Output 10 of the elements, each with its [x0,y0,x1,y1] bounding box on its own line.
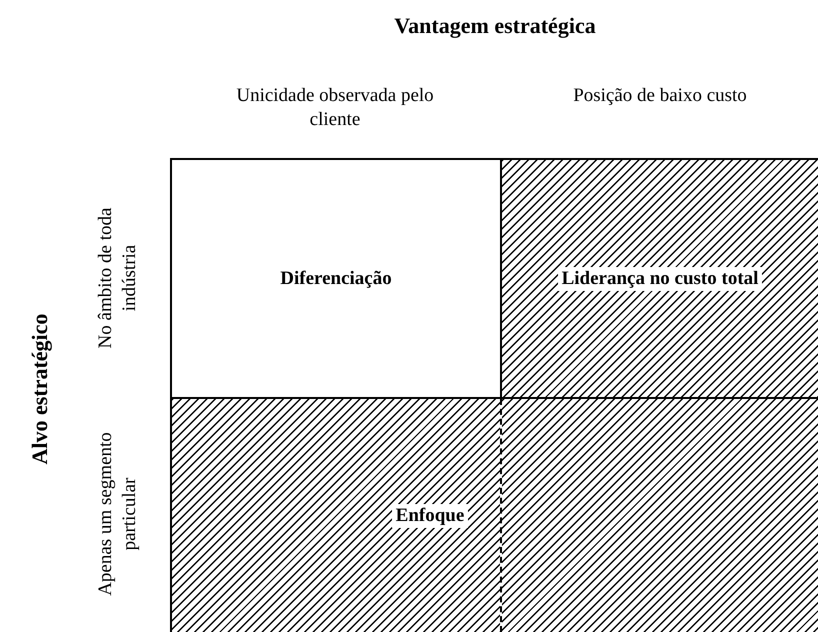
column-header: Posição de baixo custo [572,84,748,108]
row-header: No âmbito de toda indústria [94,206,141,350]
quadrant-cell [500,158,818,399]
quadrant-label: Liderança no custo total [558,266,762,290]
row-header: Apenas um segmento particular [94,431,141,598]
quadrant-cell [170,397,818,632]
column-header: Unicidade observada pelo cliente [235,84,435,132]
axis-title: Alvo estratégico [28,312,52,466]
axis-title: Vantagem estratégica [393,14,597,38]
quadrant-label: Enfoque [392,504,468,528]
